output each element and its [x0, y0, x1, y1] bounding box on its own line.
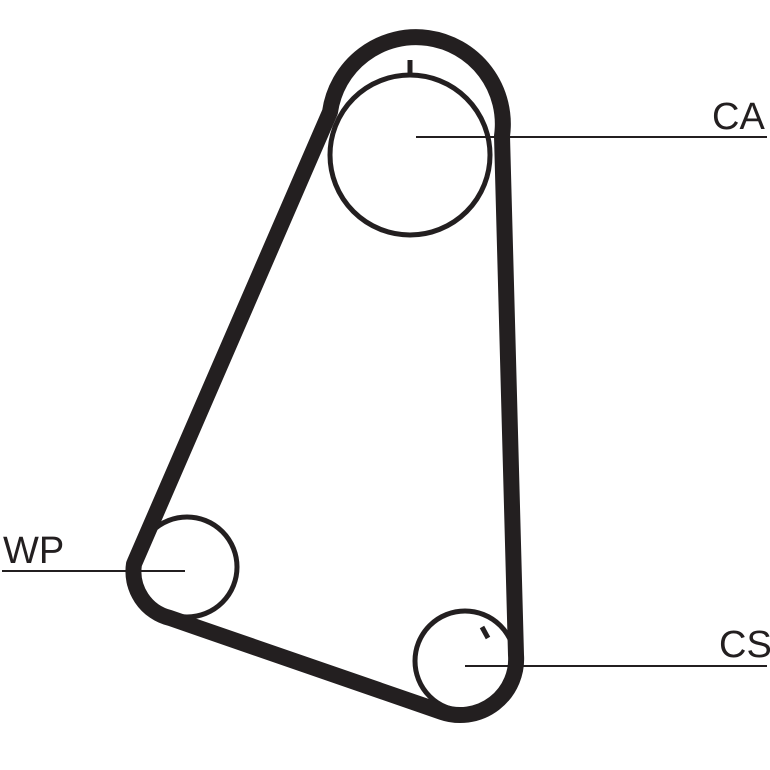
crankshaft-timing-mark [479, 625, 491, 640]
crankshaft-label: CS [719, 624, 770, 666]
water-pump-label: WP [3, 530, 64, 572]
camshaft-pulley [327, 72, 493, 238]
camshaft-label: CA [712, 96, 765, 138]
